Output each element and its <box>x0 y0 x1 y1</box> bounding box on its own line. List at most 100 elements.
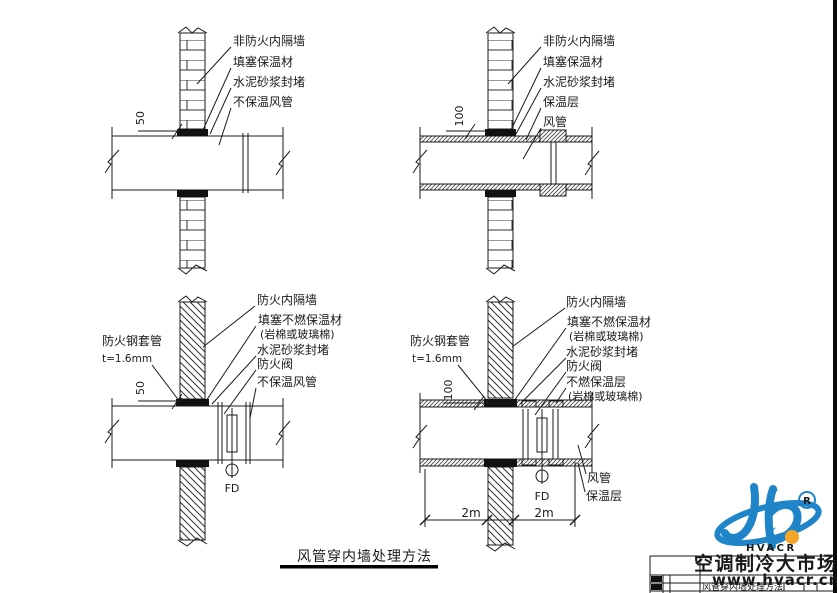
leader-duct <box>577 444 587 475</box>
damper-cover-bottom-right <box>548 458 564 466</box>
leader-duct <box>249 387 257 419</box>
fire-damper-frame <box>217 402 251 464</box>
logo-glyph-left <box>721 483 759 542</box>
diagram-bottom-right <box>412 295 600 552</box>
steel-sleeve-seal-top <box>176 399 209 406</box>
leader-sleeve <box>151 364 181 403</box>
wall-break-top <box>177 26 208 34</box>
duct-flange <box>550 142 557 184</box>
mortar-seal-top <box>177 129 208 136</box>
leader-mortar <box>519 357 567 405</box>
break-symbol-right <box>275 420 291 446</box>
label-noncombustible-ins-br: 不燃保温层 <box>566 374 626 389</box>
label-ins-material-br: (岩棉或玻璃棉) <box>568 389 643 403</box>
leader-insulation <box>577 462 586 493</box>
fd-symbol-circle <box>535 469 549 483</box>
mortar-seal-bottom <box>177 190 208 197</box>
steel-sleeve-seal-top <box>484 399 517 407</box>
leader-damper <box>223 369 257 415</box>
duct-outline <box>111 398 284 468</box>
title-block-grid <box>649 555 834 593</box>
fire-wall-lower <box>487 466 514 546</box>
label-mortar-seal-tr: 水泥砂浆封堵 <box>543 74 615 89</box>
leader-sleeve <box>457 364 489 403</box>
dim-line-100 <box>443 395 488 411</box>
hvacr-logo <box>714 483 822 550</box>
leader-damper <box>534 371 567 416</box>
dim-text-100-br: 100 <box>442 380 455 401</box>
duct-flange <box>242 133 249 193</box>
watermark-url: www.hvacr.cn <box>712 571 837 589</box>
leader-mortar <box>515 87 542 135</box>
fire-damper-frame <box>522 409 559 459</box>
wall-break-bottom <box>177 264 208 275</box>
damper-cover-top-left <box>521 400 537 408</box>
drawing-caption: 风管穿内墙处理方法 <box>280 549 438 569</box>
label-fill-insulation-tl: 填塞保温材 <box>233 54 293 69</box>
label-fire-damper-br: 防火阀 <box>566 358 602 373</box>
dim-text-2m-right: 2m <box>534 506 553 520</box>
label-sleeve-thickness-bl: t=1.6mm <box>102 353 152 365</box>
title-block-cell-filled-2 <box>651 584 662 590</box>
label-sleeve-thickness-br: t=1.6mm <box>412 353 462 365</box>
dim-line-2m <box>424 462 576 527</box>
diagram-bottom-left <box>104 295 291 547</box>
leader-fill <box>513 327 567 402</box>
leader-wall <box>196 46 232 85</box>
leader-duct <box>218 107 232 146</box>
break-symbol-left <box>412 149 428 174</box>
wall-break-bottom <box>485 542 516 552</box>
label-duct-tr: 风管 <box>543 114 567 129</box>
wall-break-bottom <box>485 264 516 275</box>
registered-mark-circle <box>798 491 816 509</box>
leader-ins-layer <box>555 387 567 404</box>
flange-insulation-cover-bottom <box>539 183 567 197</box>
dim-line-50 <box>138 393 183 410</box>
fd-tag-br: FD <box>535 490 550 503</box>
flange-insulation-cover-top <box>539 129 567 143</box>
diagram-top-right <box>412 26 600 275</box>
break-symbol-right <box>584 150 600 176</box>
brick-wall-lower <box>179 196 206 269</box>
title-block-cell-filled-1 <box>651 576 662 582</box>
steel-sleeve-seal-bottom <box>484 459 517 467</box>
leader-wall <box>511 307 566 348</box>
dim-text-50-tl: 50 <box>134 111 147 125</box>
label-bare-duct-bl: 不保温风管 <box>257 374 317 389</box>
mortar-seal-bottom <box>485 190 516 197</box>
fire-wall-upper <box>487 301 514 399</box>
brick-wall-lower <box>487 196 514 269</box>
logo-orange-ball <box>785 530 799 544</box>
label-fill-noncombustible-bl: 填塞不燃保温材 <box>258 312 342 327</box>
brick-wall-upper <box>179 32 206 130</box>
label-duct-br: 风管 <box>587 470 611 485</box>
label-fill-material-br: (岩棉或玻璃棉) <box>569 329 644 343</box>
leader-wall <box>507 46 542 85</box>
break-symbol-left <box>412 424 428 449</box>
break-symbol-left <box>104 149 120 174</box>
title-block <box>649 555 837 593</box>
label-mortar-seal-br: 水泥砂浆封堵 <box>566 344 638 359</box>
wall-break-top <box>485 26 516 34</box>
leader-insulation <box>525 107 542 141</box>
label-steel-sleeve-bl: 防火钢套管 <box>102 333 162 348</box>
wall-break-top <box>485 295 516 303</box>
hvacr-watermark: R HVACR 空调制冷大市场 www.hvacr.cn <box>694 483 837 589</box>
logo-snowflake-icon <box>766 525 776 539</box>
sheet-right-edge <box>833 0 837 593</box>
diagram-top-left <box>104 26 291 275</box>
watermark-brand: HVACR <box>746 543 797 554</box>
break-symbol-right <box>584 423 600 449</box>
steel-sleeve-seal-bottom <box>176 460 209 467</box>
leader-mortar <box>209 87 232 135</box>
label-fire-wall-br: 防火内隔墙 <box>566 294 626 309</box>
wall-break-bottom <box>177 537 208 547</box>
dim-text-2m-left: 2m <box>461 506 480 520</box>
dim-line-100 <box>446 123 488 140</box>
title-block-drawing-name: 风管穿内墙处理方法 <box>702 581 783 593</box>
label-fill-insulation-tr: 填塞保温材 <box>543 54 603 69</box>
label-steel-sleeve-br: 防火钢套管 <box>410 333 470 348</box>
caption-underline <box>280 565 438 569</box>
